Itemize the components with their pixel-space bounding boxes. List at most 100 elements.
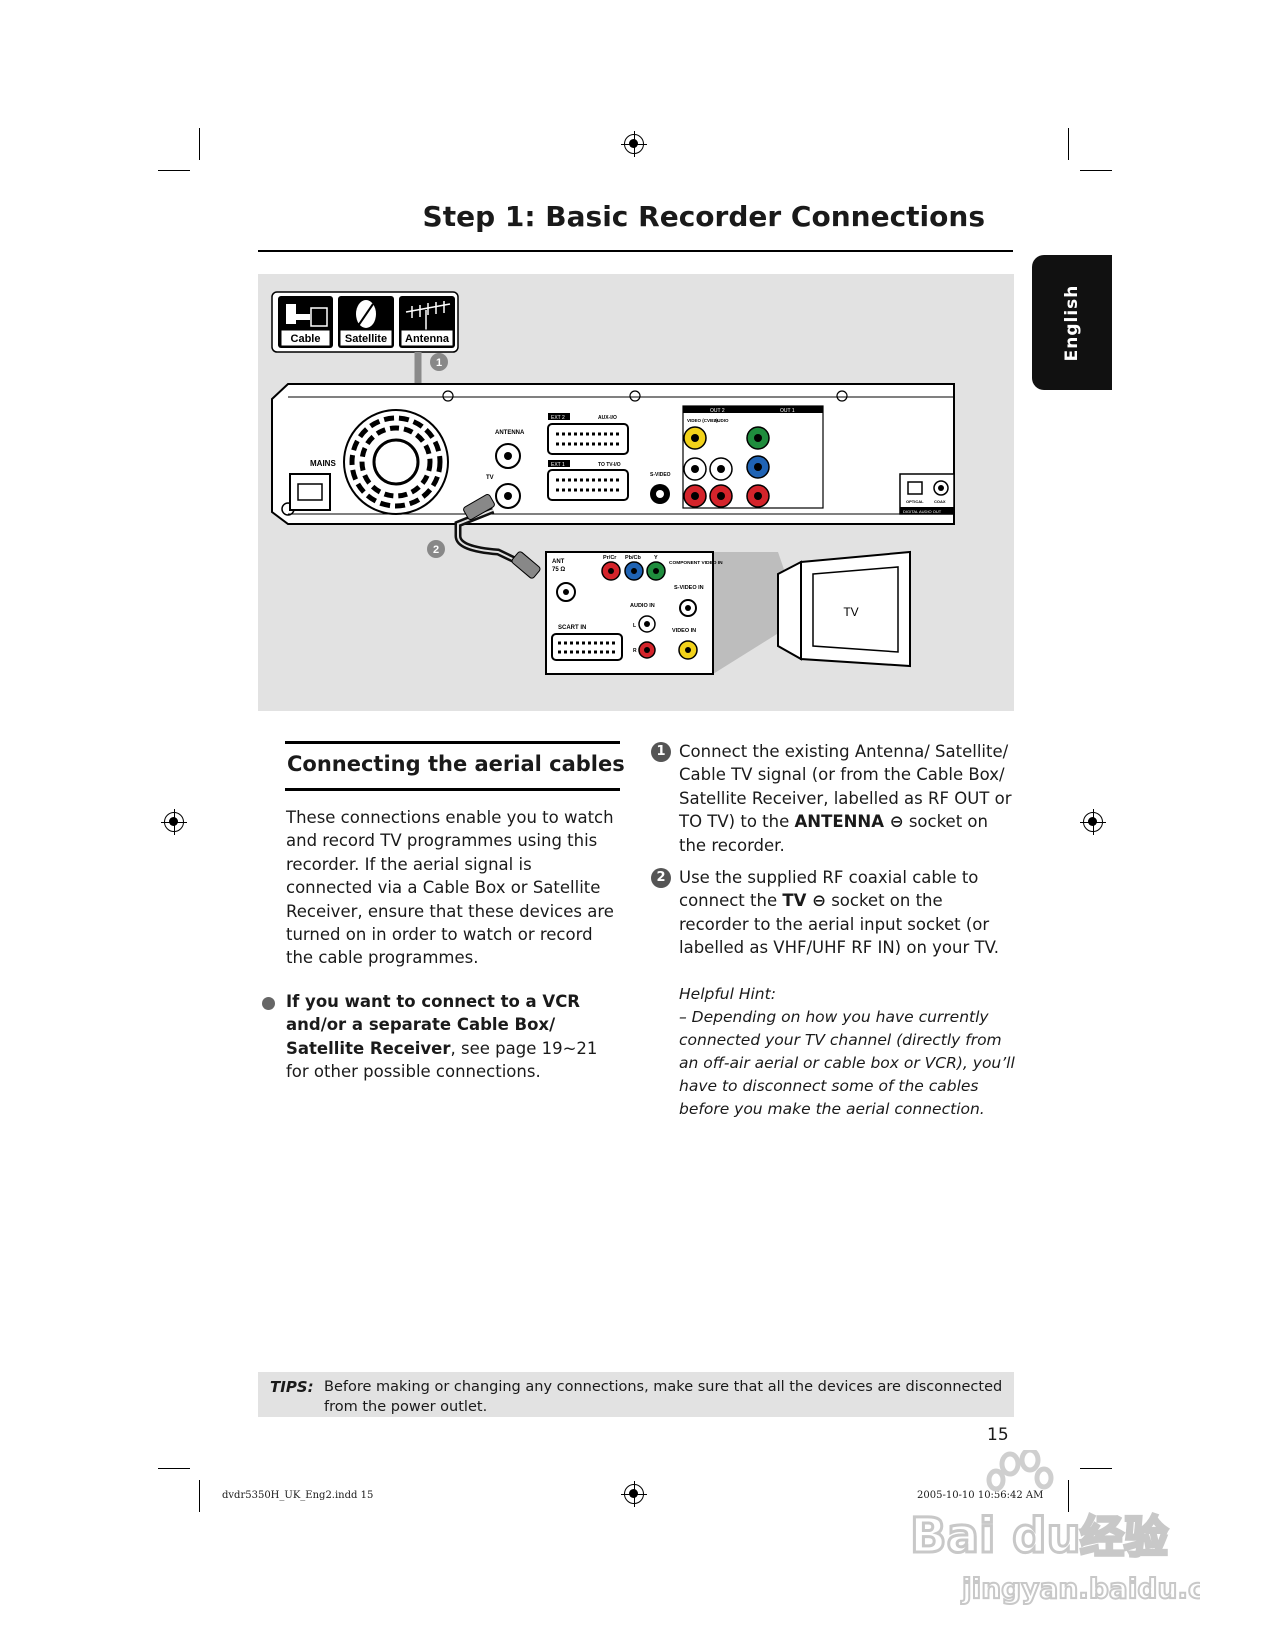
television: TV [777,550,911,668]
section-rule-bottom [285,788,620,791]
label-pb-cb: Pb/Cb [625,555,642,561]
helpful-hint: Helpful Hint: – Depending on how you hav… [679,983,1019,1121]
step-1-text: Connect the existing Antenna/ Satellite/… [679,740,1014,857]
signal-source-box: Cable Satellite Antenna [271,291,459,353]
label-component-video-in: COMPONENT VIDEO IN [669,560,723,566]
hint-text: – Depending on how you have currently co… [679,1008,1015,1118]
registration-mark-icon [1080,809,1106,835]
step-2-number-icon: 2 [651,868,671,888]
tips-box [258,1372,1014,1417]
watermark-chinese: 经验 [1080,1512,1168,1563]
tv-out-symbol-icon: ⊖ [806,891,826,911]
step-2-text: Use the supplied RF coaxial cable to con… [679,866,1014,960]
scart-ext2 [547,423,629,455]
crop-mark [1080,1468,1112,1469]
satellite-dish-icon [356,300,376,328]
section-rule-top [285,741,620,744]
callout-1: 1 [436,357,442,369]
label-75-ohm: 75 Ω [552,567,565,573]
bullet-rest-text: , see page 19~21 for other possible conn… [286,1038,598,1082]
connection-diagram: Cable Satellite Antenna MAINS [258,274,1014,711]
baidu-paw-icon: Bai du 经验 jingyan.baidu.com [909,1447,1254,1606]
watermark-brand: Bai du [910,1508,1081,1564]
tv-input-panel: ANT 75 Ω Pr/Cr Pb/Cb Y COMPONENT VIDEO I… [545,551,801,675]
source-label-satellite: Satellite [345,333,387,345]
language-tab: English [1032,255,1112,390]
crop-mark [1068,128,1069,160]
source-label-antenna: Antenna [405,333,450,345]
label-antenna: ANTENNA [495,430,525,436]
tv-plug [511,551,541,579]
label-audio-in: AUDIO IN [630,603,655,609]
label-ant: ANT [552,559,565,565]
hint-title: Helpful Hint: [679,985,776,1003]
label-mains: MAINS [310,459,336,468]
source-label-cable: Cable [291,333,321,345]
callout-2-icon [427,540,445,558]
page-number: 15 [987,1425,1009,1445]
cooling-fan [343,409,449,515]
step-2-text-before: Use the supplied RF coaxial cable to con… [679,868,979,911]
label-aux-io: AUX-I/O [598,415,617,421]
label-r: R [633,648,637,654]
page-title: Step 1: Basic Recorder Connections [422,200,985,233]
crop-mark [1068,1480,1069,1512]
label-y: Y [654,555,658,561]
scart-ext1 [547,469,629,501]
antenna-symbol-icon: ⊖ [884,812,904,832]
intro-paragraph: These connections enable you to watch an… [286,808,614,968]
label-scart-in: SCART IN [558,625,586,631]
bullet-icon [262,997,275,1010]
step-1-text-before: Connect the existing Antenna/ Satellite/… [679,742,1012,832]
watermark-url: jingyan.baidu.com [961,1572,1200,1605]
language-tab-label: English [1062,284,1082,361]
label-out2: OUT 2 [710,408,725,414]
connection-diagram-svg: Cable Satellite Antenna MAINS [271,291,955,675]
step-1-number-icon: 1 [651,742,671,762]
step-2-bold: TV [782,891,807,911]
label-s-video-in: S-VIDEO IN [674,585,704,591]
slug-timestamp: 2005-10-10 10:56:42 AM [917,1490,1044,1501]
title-rule [258,250,1013,252]
mains-socket [289,473,331,511]
crop-mark [1080,170,1112,171]
tips-label: TIPS: [270,1378,314,1396]
label-pr-cr: Pr/Cr [603,555,617,561]
tips-text: Before making or changing any connection… [324,1379,1003,1415]
label-coax: COAX [934,499,946,504]
section-heading: Connecting the aerial cables [287,752,625,776]
crop-mark [158,1468,190,1469]
baidu-watermark: Bai du 经验 jingyan.baidu.com [900,1447,1254,1610]
step-1-bold: ANTENNA [794,812,885,832]
bullet-paragraph: If you want to connect to a VCR and/or a… [286,990,621,1084]
bullet-bold-text: If you want to connect to a VCR and/or a… [286,992,581,1058]
registration-mark-icon [621,1481,647,1507]
crop-mark [158,170,190,171]
recorder-rear-panel: MAINS ANTENNA TV EXT 2 AUX-I/O EXT 1 TO … [271,383,955,525]
label-video-in: VIDEO IN [672,628,696,634]
tv-label: TV [843,605,858,619]
registration-mark-icon [161,809,187,835]
cable-icon [286,304,328,327]
label-audio: AUDIO [714,418,729,423]
crop-mark [199,1480,200,1512]
label-video-cvbs: VIDEO (CVBS) [687,418,718,423]
tv-scart-in [551,633,623,661]
label-out1: OUT 1 [780,408,795,414]
recorder-tv-plug [463,494,495,520]
label-digital-audio-out: DIGITAL AUDIO OUT [903,509,942,514]
label-ext1: EXT 1 [551,462,565,468]
label-s-video: S-VIDEO [650,472,671,478]
label-to-tv-io: TO TV-I/O [598,462,621,468]
label-ext2: EXT 2 [551,415,565,421]
antenna-icon [405,301,451,330]
step-2-text-after: socket on the recorder to the aerial inp… [679,891,999,958]
registration-mark-icon [621,131,647,157]
label-l: L [633,623,636,629]
optical-socket [907,481,923,495]
slug-file-name: dvdr5350H_UK_Eng2.indd 15 [222,1490,374,1501]
label-optical: OPTICAL [906,499,924,504]
crop-mark [199,128,200,160]
callout-1-icon [430,353,448,371]
label-tv-socket: TV [486,475,494,481]
